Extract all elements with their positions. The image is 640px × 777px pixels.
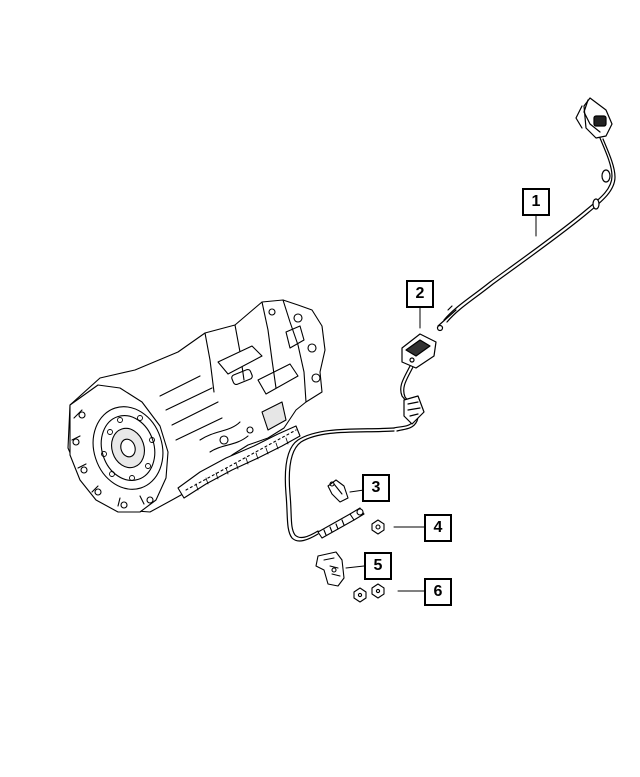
cable-adjuster (317, 507, 365, 539)
mounting-bracket (315, 551, 365, 587)
transmission-assembly (67, 299, 326, 513)
nut (371, 519, 425, 535)
callout-2[interactable]: 2 (406, 280, 434, 308)
callout-1[interactable]: 1 (522, 188, 550, 216)
cable-clip (327, 479, 365, 503)
bolts (353, 583, 425, 603)
callout-5[interactable]: 5 (364, 552, 392, 580)
callout-3[interactable]: 3 (362, 474, 390, 502)
callout-4[interactable]: 4 (424, 514, 452, 542)
leader-line-3 (349, 489, 365, 493)
cable-bracket-assembly (284, 307, 437, 542)
callout-6[interactable]: 6 (424, 578, 452, 606)
shift-cable (436, 97, 616, 332)
leader-line-5 (345, 565, 365, 569)
